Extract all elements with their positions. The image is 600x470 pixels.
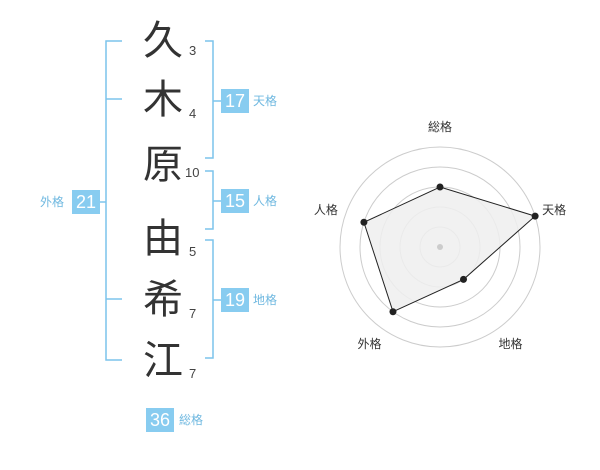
- radar-point-4: [389, 308, 397, 316]
- jinkaku-bracket: [205, 170, 214, 230]
- gaikaku-bracket: [105, 40, 122, 361]
- radar-point-1: [436, 183, 444, 191]
- name-char-4: 由: [143, 216, 183, 262]
- chikaku-bracket: [205, 239, 214, 359]
- chikaku-label: 地格: [253, 293, 278, 307]
- radar-axis-label-1: 総格: [428, 119, 452, 134]
- jinkaku-value: 15: [221, 189, 249, 213]
- stroke-count-6: 7: [189, 366, 197, 381]
- radar-area: [363, 186, 537, 313]
- radar-axis-label-5: 人格: [314, 202, 338, 217]
- jinkaku-label: 人格: [253, 194, 278, 208]
- stroke-count-1: 3: [189, 43, 197, 58]
- radar-point-5: [360, 218, 368, 226]
- radar-point-2: [531, 212, 539, 220]
- tenkaku-label: 天格: [253, 94, 278, 108]
- radar-axis-label-2: 天格: [542, 202, 566, 217]
- tenkaku-bracket: [205, 40, 214, 159]
- stroke-count-4: 5: [189, 244, 197, 259]
- stroke-count-3: 10: [185, 165, 200, 180]
- gaikaku-label: 外格: [40, 195, 65, 209]
- soukaku-label: 総格: [179, 413, 204, 427]
- radar-axis-label-3: 地格: [499, 336, 523, 351]
- stroke-count-5: 7: [189, 306, 197, 321]
- name-char-2: 木: [143, 77, 183, 123]
- chikaku-value: 19: [221, 288, 249, 312]
- radar-ring: [359, 166, 521, 328]
- radar-points: [360, 183, 539, 316]
- soukaku-value: 36: [146, 408, 174, 432]
- name-char-1: 久: [143, 18, 183, 64]
- tenkaku-value: 17: [221, 89, 249, 113]
- name-char-6: 江: [143, 338, 183, 384]
- radar-point-3: [460, 275, 468, 283]
- radar-axis-label-4: 外格: [357, 336, 381, 351]
- radar-ring: [339, 146, 541, 348]
- gaikaku-value: 21: [72, 190, 100, 214]
- stroke-count-2: 4: [189, 106, 197, 121]
- radar-center-dot: [437, 244, 443, 250]
- name-char-5: 希: [143, 277, 183, 323]
- name-char-3: 原: [143, 142, 183, 188]
